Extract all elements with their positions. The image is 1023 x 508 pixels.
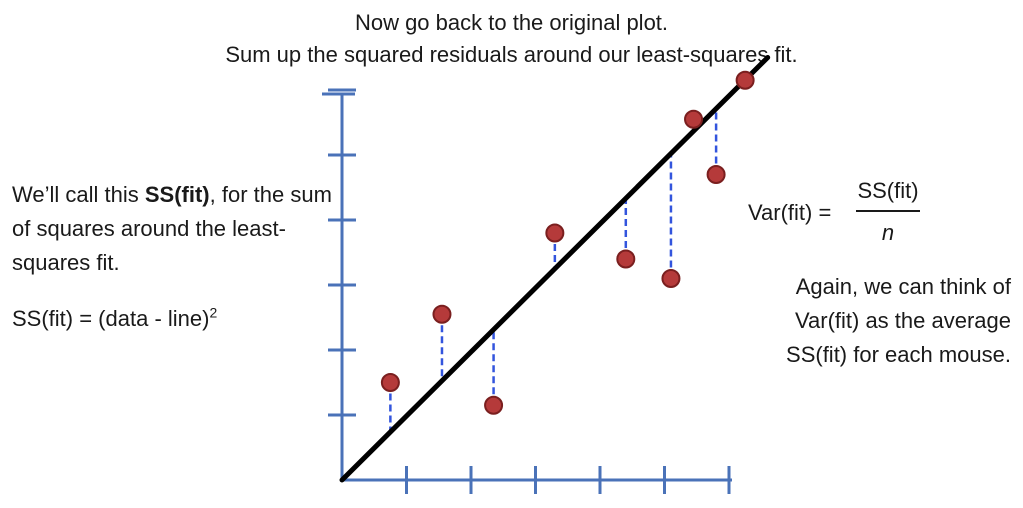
var-fit-denominator: n	[881, 220, 895, 245]
data-point	[684, 109, 704, 129]
data-point	[545, 223, 565, 243]
data-point	[735, 70, 755, 90]
var-fit-numerator: SS(fit)	[857, 178, 919, 203]
title-line-1: Now go back to the original plot.	[354, 10, 669, 35]
data-point	[380, 373, 400, 392]
ssfit-formula-exponent: 2	[209, 304, 218, 321]
ssfit-definition: We’ll call this SS(fit), for the sum of …	[12, 178, 337, 280]
title-line-2: Sum up the squared residuals around our …	[225, 42, 798, 67]
ssfit-term: SS(fit)	[144, 182, 210, 207]
fraction-bar	[856, 210, 920, 212]
least-squares-fit-line	[339, 55, 771, 483]
ssfit-formula: SS(fit) = (data - line)2	[12, 302, 217, 336]
var-fit-explanation: Again, we can think of Var(fit) as the a…	[786, 274, 1011, 367]
ssfit-formula-text: SS(fit) = (data - line)	[12, 306, 210, 331]
ssfit-definition-suffix: , for the sum of squares around the leas…	[12, 182, 332, 275]
ssfit-definition-prefix: We’ll call this	[12, 182, 145, 207]
var-fit-lhs: Var(fit) =	[748, 200, 832, 225]
data-point	[616, 249, 636, 269]
data-point	[484, 395, 504, 415]
data-point	[706, 165, 726, 184]
data-point	[661, 269, 681, 288]
data-point	[432, 304, 452, 324]
